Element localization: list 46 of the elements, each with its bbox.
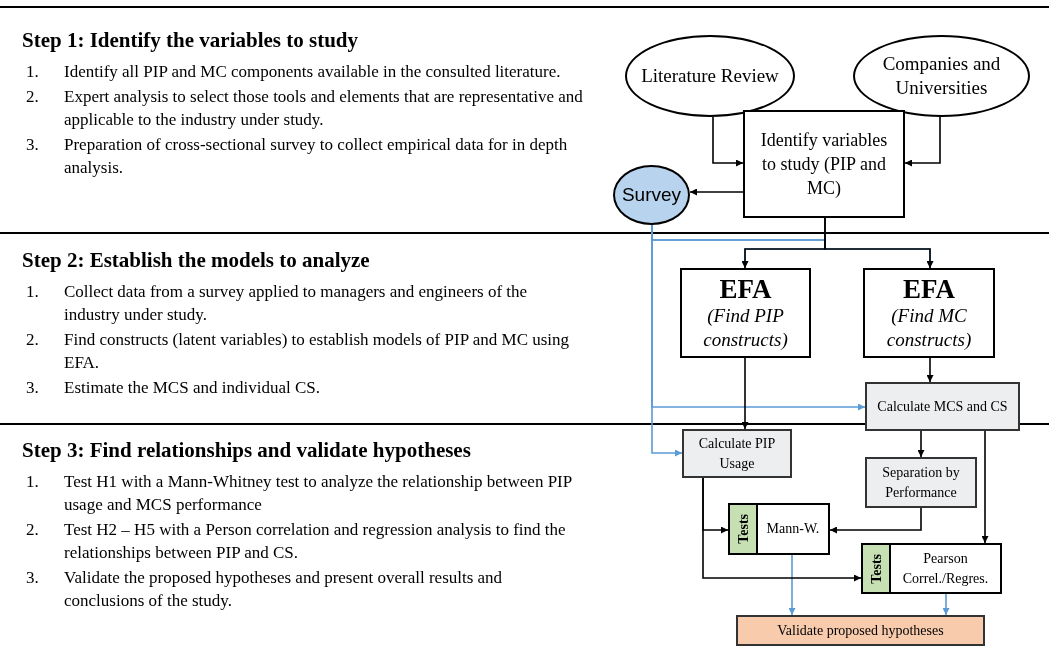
arrow xyxy=(712,116,744,167)
step-heading: Step 1: Identify the variables to study xyxy=(22,27,359,54)
arrow xyxy=(926,357,934,383)
list-number: 1. xyxy=(25,471,40,493)
arrow xyxy=(824,217,934,269)
list-item-text: Collect data from a survey applied to managers and engineers of the industry under study. xyxy=(64,281,529,326)
process-box: Calculate MCS and CS xyxy=(865,382,1020,431)
arrow xyxy=(942,593,950,616)
list-item-text: Test H1 with a Mann-Whitney test to analyze the relationship between PIP usage and MCS performance xyxy=(64,471,573,516)
process-box: Identify variables to study (PIP and MC) xyxy=(743,110,905,218)
list-number: 2. xyxy=(25,86,40,108)
process-box: EFA (Find MC constructs) xyxy=(863,268,995,358)
arrow xyxy=(981,430,989,544)
source-ellipse: Companies and Universities xyxy=(853,35,1030,117)
arrow xyxy=(651,224,683,457)
arrow xyxy=(829,507,922,534)
list-item-text: Estimate the MCS and individual CS. xyxy=(64,377,321,399)
step-heading: Step 3: Find relationships and validate hypotheses xyxy=(22,437,472,464)
arrow xyxy=(741,357,749,430)
process-box: EFA (Find PIP constructs) xyxy=(680,268,811,358)
list-item-text: Find constructs (latent variables) to establish models of PIP and MC using EFA. xyxy=(64,329,571,374)
list-number: 2. xyxy=(25,519,40,541)
list-item-text: Expert analysis to select those tools and elements that are representative and applicable to the industry under study. xyxy=(64,86,584,131)
list-item-text: Test H2 – H5 with a Person correlation and regression analysis to find the relationships between PIP and CS. xyxy=(64,519,567,564)
list-number: 3. xyxy=(25,134,40,156)
result-box: Validate proposed hypotheses xyxy=(736,615,985,646)
survey-circle: Survey xyxy=(613,165,690,225)
source-ellipse: Literature Review xyxy=(625,35,795,117)
list-number: 1. xyxy=(25,61,40,83)
list-item-text: Preparation of cross-sectional survey to collect empirical data for in depth analysis. xyxy=(64,134,569,179)
test-box: Tests Mann-W. xyxy=(728,503,830,555)
list-item-text: Identify all PIP and MC components available in the consulted literature. xyxy=(64,61,562,83)
test-box: Tests Pearson Correl./Regres. xyxy=(861,543,1002,594)
list-number: 3. xyxy=(25,567,40,589)
process-box: Calculate PIP Usage xyxy=(682,429,792,478)
arrow xyxy=(904,116,941,167)
arrow xyxy=(788,554,796,616)
step-heading: Step 2: Establish the models to analyze xyxy=(22,247,371,274)
arrow xyxy=(917,430,925,458)
list-item-text: Validate the proposed hypotheses and present overall results and conclusions of the study. xyxy=(64,567,504,612)
arrow xyxy=(689,188,744,196)
arrow xyxy=(702,477,862,582)
list-number: 1. xyxy=(25,281,40,303)
list-number: 3. xyxy=(25,377,40,399)
list-number: 2. xyxy=(25,329,40,351)
process-box: Separation by Performance xyxy=(865,457,977,508)
